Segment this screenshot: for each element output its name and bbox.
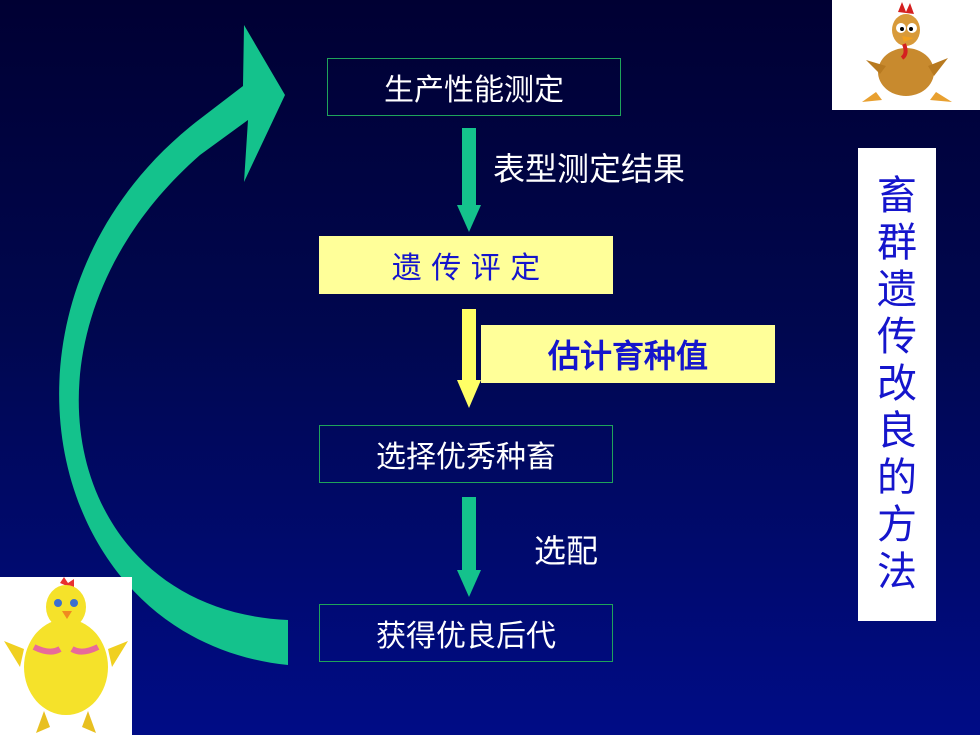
feedback-curved-arrow (59, 25, 288, 665)
step-label: 生产性能测定 (384, 73, 564, 108)
chicken-standing-icon (4, 577, 128, 733)
arrow-label-mating: 选配 (534, 532, 599, 570)
estimated-breeding-value-badge: 估计育种值 (481, 325, 775, 383)
down-arrow-1 (457, 128, 481, 232)
chicken-sitting-icon (862, 2, 952, 102)
step-label: 遗 传 评 定 (391, 251, 541, 286)
step-label: 选择优秀种畜 (376, 440, 556, 475)
arrow-label-phenotype-results: 表型测定结果 (493, 150, 686, 188)
badge-label: 估计育种值 (547, 337, 708, 375)
side-title-text: 畜群遗传改良的方法 (877, 173, 917, 595)
step-performance-testing: 生产性能测定 (327, 58, 621, 116)
chicken-sitting-image (832, 0, 980, 110)
step-genetic-evaluation: 遗 传 评 定 (319, 236, 613, 294)
side-title-vertical: 畜群遗传改良的方法 (858, 148, 936, 621)
chicken-standing-image (0, 577, 132, 735)
step-select-superior-breeders: 选择优秀种畜 (319, 425, 613, 483)
step-obtain-superior-offspring: 获得优良后代 (319, 604, 613, 662)
down-arrow-3 (457, 497, 481, 597)
step-label: 获得优良后代 (376, 619, 556, 654)
down-arrow-2 (457, 309, 481, 408)
